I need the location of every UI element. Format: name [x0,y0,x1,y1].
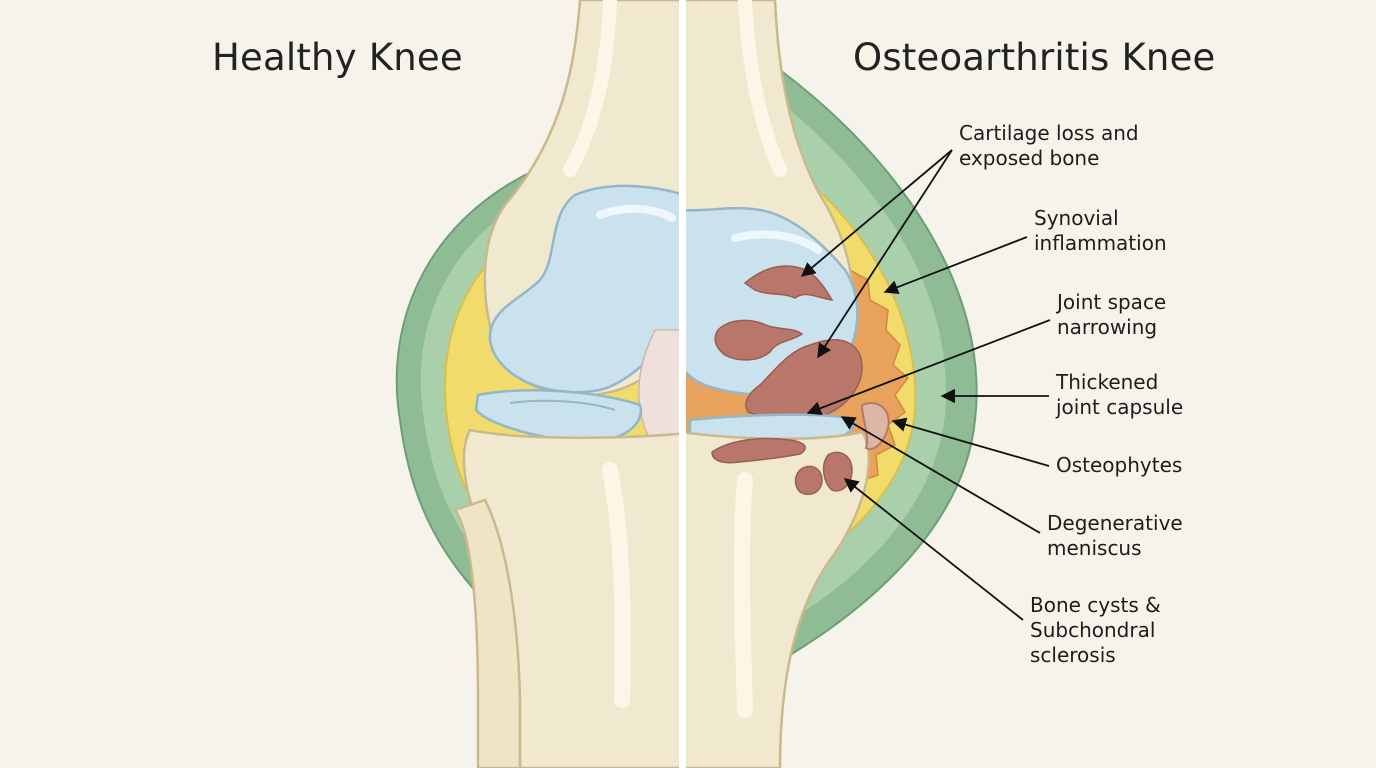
healthy-knee-illustration [397,0,700,768]
label-degenerative-meniscus: Degenerative meniscus [1047,511,1183,561]
center-divider [679,0,686,768]
label-thickened-capsule: Thickened joint capsule [1056,370,1183,420]
oa-bone-cyst-2 [824,452,852,490]
oa-tibia-highlight [742,480,745,710]
label-synovial-inflammation: Synovial inflammation [1034,206,1167,256]
label-osteophytes: Osteophytes [1056,453,1182,478]
label-joint-space-narrowing: Joint space narrowing [1057,290,1166,340]
label-cartilage-loss: Cartilage loss and exposed bone [959,121,1139,171]
osteoarthritis-knee-title: Osteoarthritis Knee [853,36,1216,79]
healthy-knee-title: Healthy Knee [212,36,463,79]
oa-bone-cyst-1 [796,466,823,494]
label-bone-cysts: Bone cysts & Subchondral sclerosis [1030,593,1161,668]
oa-knee-illustration [680,0,977,768]
